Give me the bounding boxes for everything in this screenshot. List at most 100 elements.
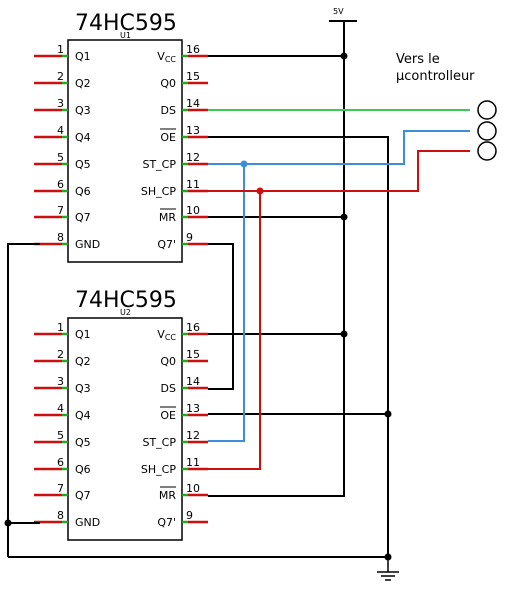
pin-name: Q5 [75,158,91,171]
pin-name: GND [75,516,100,529]
connector-stcp [477,121,497,141]
pin-number: 12 [186,151,200,164]
pin-left: 5Q5 [34,429,91,449]
pin-name: OE [160,409,176,422]
pin-number: 10 [186,204,200,217]
chip-u2-title: 74HC595 [75,288,177,313]
pin-number: 7 [57,204,64,217]
chip-u1-title: 74HC595 [75,11,177,36]
pin-number: 11 [186,178,200,191]
pin-number: 5 [57,151,64,164]
pin-number: 15 [186,348,200,361]
pin-name: Q6 [75,185,91,198]
pin-right: 9Q7' [157,509,208,529]
pin-name: MR [159,211,176,224]
mcu-note-line2: µcontrolleur [396,69,475,84]
pin-left: 7Q7 [34,482,91,502]
pin-name: Q4 [75,409,91,422]
pin-name: VCC [157,328,176,342]
pin-name: MR [159,489,176,502]
chip-u1-pins: 1Q12Q23Q34Q45Q56Q67Q78GND16VCC15Q014DS13… [34,43,208,251]
pin-left: 2Q2 [34,348,91,368]
junctions [4,52,392,561]
pin-number: 2 [57,348,64,361]
vcc-rail-wire [208,21,345,497]
pin-left: 5Q5 [34,151,91,171]
junction-dot [384,410,392,418]
pin-name: DS [161,382,176,395]
pin-left: 3Q3 [34,375,91,395]
junction-dot [340,52,348,60]
pin-name: DS [161,104,176,117]
pin-name: OE [160,131,176,144]
pin-number: 4 [57,402,64,415]
mcu-connectors [477,100,497,161]
ground-icon [377,557,399,581]
connector-shcp [477,141,497,161]
pin-name: Q1 [75,50,91,63]
pin-name: Q7 [75,489,91,502]
pin-right: 9Q7' [157,231,208,251]
clock-wire-red [208,150,470,470]
pin-name: SH_CP [141,463,176,476]
pin-number: 16 [186,321,200,334]
pin-number: 11 [186,456,200,469]
pin-left: 4Q4 [34,402,91,422]
pin-name: Q7' [157,238,176,251]
pin-number: 13 [186,402,200,415]
pin-left: 6Q6 [34,456,91,476]
pin-name: Q0 [160,77,176,90]
pin-number: 16 [186,43,200,56]
pin-number: 14 [186,97,200,110]
pin-number: 8 [57,509,64,522]
pin-name: Q1 [75,328,91,341]
pin-number: 5 [57,429,64,442]
pin-left: 7Q7 [34,204,91,224]
pin-number: 9 [186,509,193,522]
pin-number: 14 [186,375,200,388]
junction-dot [340,330,348,338]
pin-left: 1Q1 [34,43,91,63]
gnd-left-wire [7,243,40,557]
chip-u2-body [67,317,183,541]
chip-u1-body [67,39,183,263]
pin-number: 15 [186,70,200,83]
pin-number: 10 [186,482,200,495]
pin-number: 9 [186,231,193,244]
junction-dot [340,213,348,221]
pin-name: Q3 [75,104,91,117]
pin-name: VCC [157,50,176,64]
pin-name: ST_CP [142,158,176,171]
pin-number: 6 [57,178,64,191]
pin-name: Q7' [157,516,176,529]
junction-dot-red [256,187,264,195]
junction-dot-blue [240,160,248,168]
pin-number: 12 [186,429,200,442]
pin-left: 6Q6 [34,178,91,198]
pin-number: 1 [57,321,64,334]
latch-wire-blue [208,130,470,442]
pin-number: 1 [57,43,64,56]
pin-number: 2 [57,70,64,83]
connector-ds [477,100,497,120]
pin-name: Q0 [160,355,176,368]
pin-name: Q7 [75,211,91,224]
pin-number: 7 [57,482,64,495]
pin-number: 13 [186,124,200,137]
pin-name: Q5 [75,436,91,449]
